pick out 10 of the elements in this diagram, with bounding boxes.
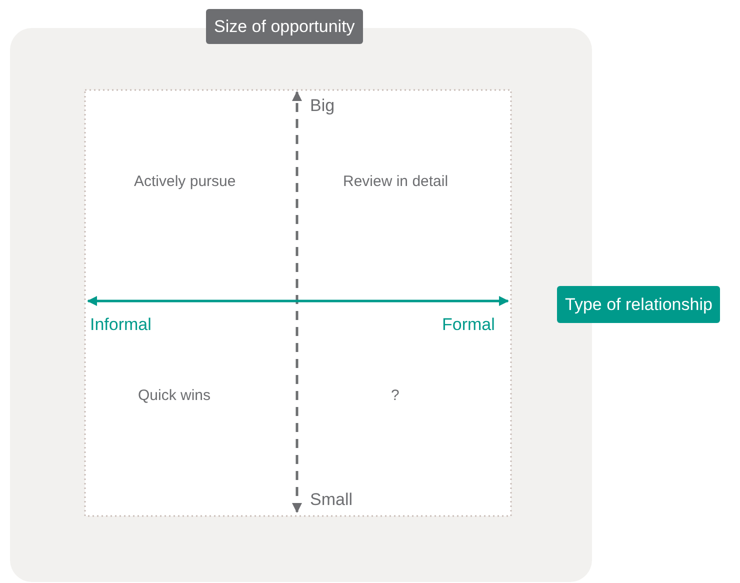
axis-end-label: Informal [90,316,152,333]
axis-title: Type of relationship [557,286,720,323]
quadrant-label: ? [391,388,400,403]
axis-title: Size of opportunity [206,9,363,44]
axis-end-label: Formal [442,316,495,333]
axis-end-label: Big [310,97,335,114]
quadrant-label: Review in detail [343,174,448,189]
axis-end-label: Small [310,491,353,508]
quadrant-label: Quick wins [138,388,211,403]
quadrant-label: Actively pursue [134,174,236,189]
